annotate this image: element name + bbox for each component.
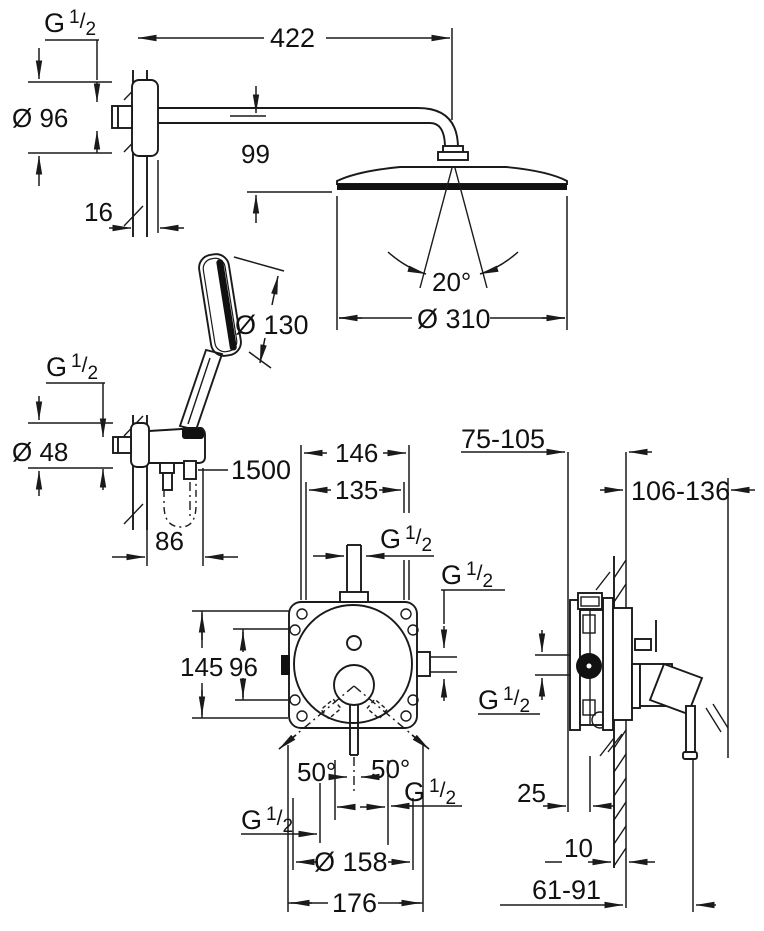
- dim-outlet-angle-left: 50°: [297, 757, 336, 787]
- dim-head-offset: 99: [241, 139, 270, 169]
- dim-flange-depth: 16: [84, 197, 113, 227]
- dim-mount-height-outer: 145: [180, 652, 223, 682]
- dim-hose-length: 1500: [231, 455, 291, 485]
- dim-box-edge-distance: 25: [517, 778, 546, 808]
- dim-arm-length: 422: [270, 23, 315, 53]
- dim-hand-shower-diameter: Ø 130: [235, 310, 309, 340]
- dim-wall-flange-diameter: Ø 96: [12, 103, 68, 133]
- overhead-shower-head: 20° Ø 310: [336, 166, 568, 334]
- dim-holder-depth: 86: [155, 526, 184, 556]
- dim-wall-finish-thickness: 10: [564, 833, 593, 863]
- dim-holder-flange-diameter: Ø 48: [12, 437, 68, 467]
- valve-front-view: [278, 544, 457, 793]
- shower-arm-assembly: [111, 70, 469, 237]
- dim-rough-in-depth-range: 75-105: [461, 424, 545, 454]
- dim-plate-width: 176: [332, 888, 377, 918]
- dim-spray-angle: 20°: [432, 267, 471, 297]
- valve-side-view: [567, 452, 729, 912]
- dim-head-diameter: Ø 310: [417, 304, 491, 334]
- dim-trim-depth-range: 106-136: [631, 476, 730, 506]
- dim-connection-circle: Ø 158: [314, 847, 388, 877]
- dim-mount-height-inner: 96: [229, 652, 258, 682]
- dim-handle-projection-range: 61-91: [532, 875, 601, 905]
- dim-mount-width-outer: 146: [335, 438, 378, 468]
- dim-mount-width-inner: 135: [335, 475, 378, 505]
